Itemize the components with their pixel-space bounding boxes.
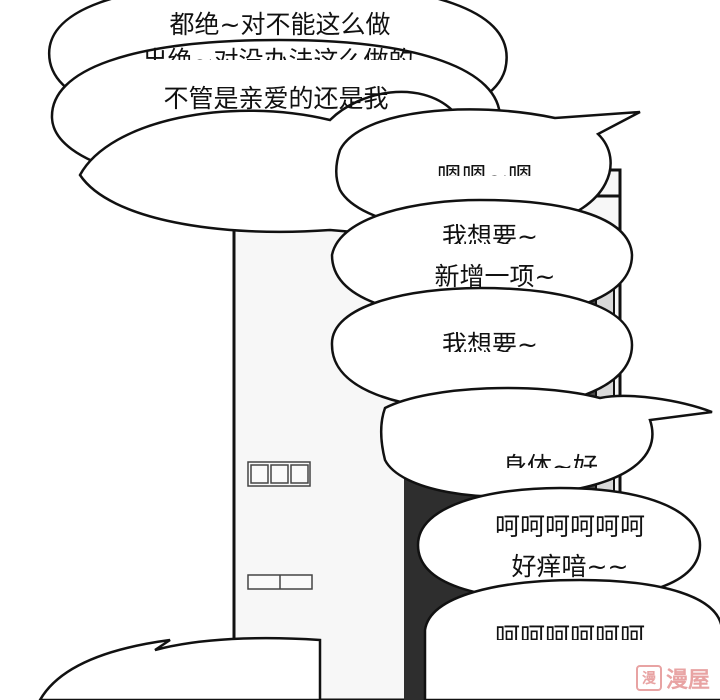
dialogue-line: 呵呵呵呵呵呵 (494, 512, 645, 541)
power-outlet-icon (247, 574, 313, 590)
dialogue-line: 呵呵呵呵呵呵 (494, 622, 645, 640)
dialogue-line: 身体~好 (502, 452, 598, 468)
speech-bubble-7 (380, 386, 713, 498)
light-switch-icon (247, 461, 311, 487)
speech-bubble-10 (38, 636, 322, 700)
dialogue-line: 嗯嗯~嗯 (410, 162, 560, 176)
dialogue-line: 我想要~ (442, 330, 538, 352)
dialogue-line: 我想要~ (442, 222, 538, 244)
dialogue-line: 都绝~对不能这么做 (169, 10, 391, 39)
dialogue-line: 出绝~对没办法这么做的 (108, 46, 448, 60)
watermark-label: 漫屋 (665, 668, 710, 693)
dialogue-line: 新增一项~ (434, 262, 556, 291)
watermark-logo-icon: 漫 (635, 665, 662, 691)
site-watermark: 漫 漫屋 (635, 662, 710, 694)
dialogue-line: 不管是亲爱的还是我 (163, 84, 389, 113)
dialogue-line: 好痒喑~~ (511, 552, 629, 581)
speech-bubble-9 (423, 578, 720, 700)
